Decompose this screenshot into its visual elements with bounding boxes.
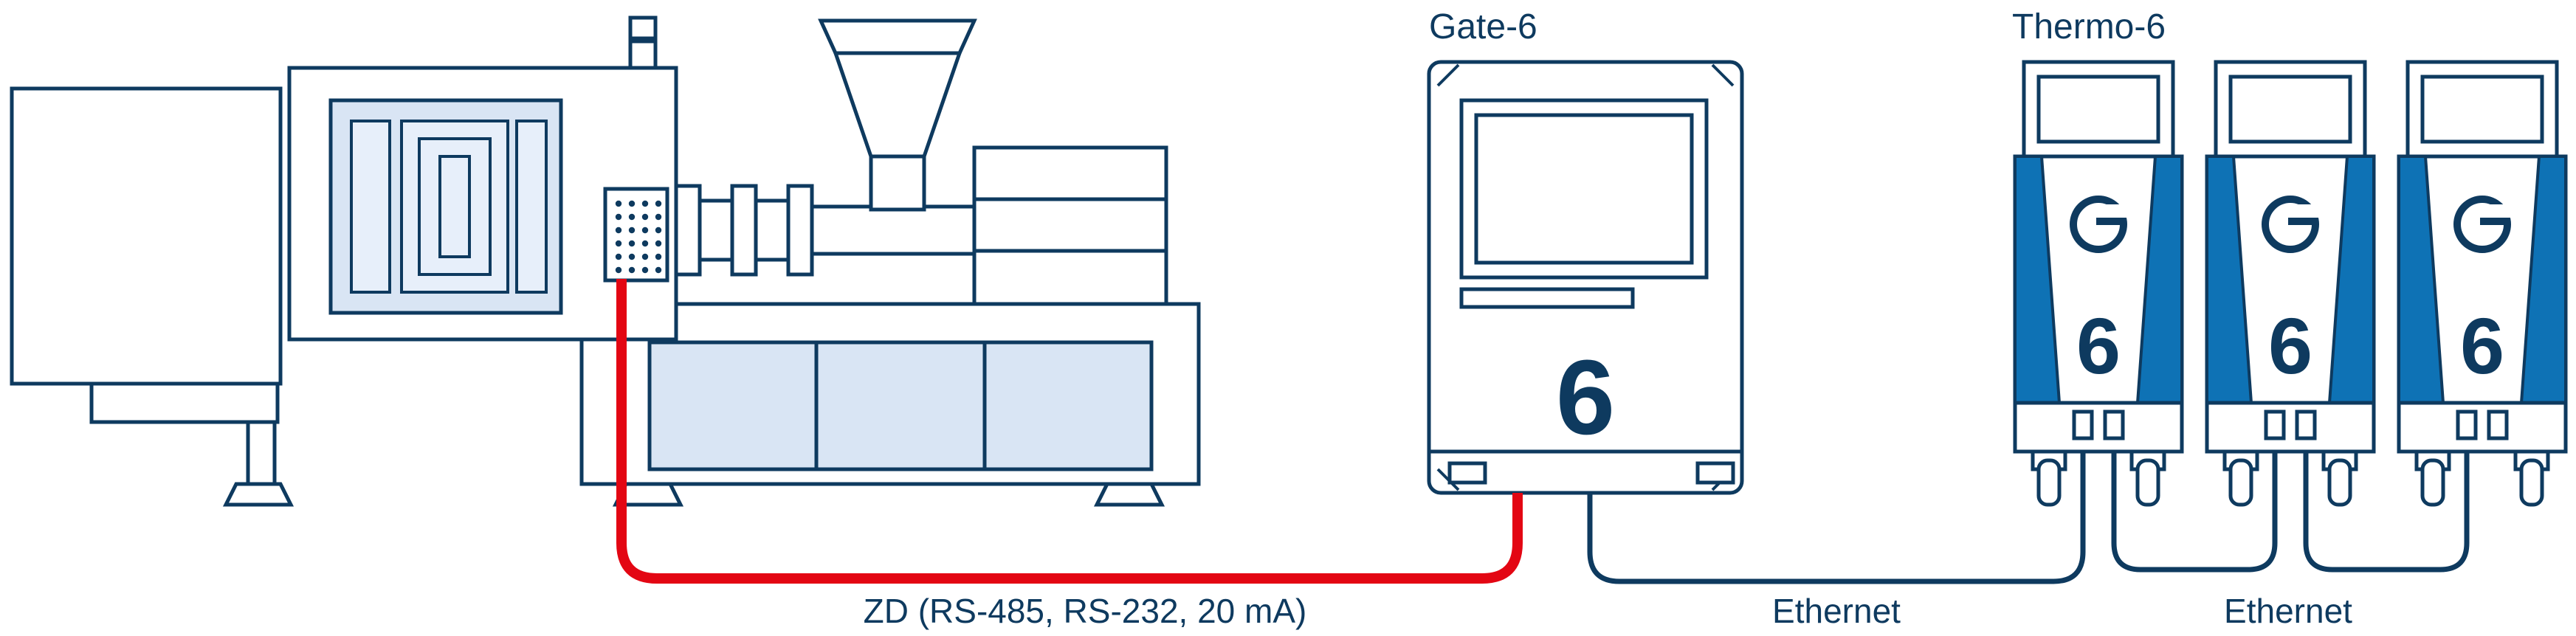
gate-6-label: Gate-6 bbox=[1429, 7, 1537, 46]
keypad-dots bbox=[615, 200, 662, 274]
signal-beacon-upper bbox=[628, 15, 658, 41]
thermo-base-band bbox=[2205, 401, 2376, 454]
barrel-segment-2 bbox=[698, 198, 734, 262]
thermo-connector-left bbox=[2264, 409, 2286, 440]
thermo-caster-wheel-right bbox=[2519, 458, 2544, 507]
ethernet-label-right: Ethernet bbox=[2224, 592, 2352, 630]
barrel-segment-3 bbox=[730, 184, 758, 277]
ethernet-cable-unit2-to-unit3 bbox=[2303, 452, 2470, 573]
thermo-base-band bbox=[2013, 401, 2184, 454]
zd-cable bbox=[616, 279, 1523, 584]
thermo-6-unit-1: 6 bbox=[2013, 60, 2184, 507]
thermo-caster-wheel-left bbox=[2036, 458, 2062, 507]
thermo-digit: 6 bbox=[2076, 301, 2121, 390]
thermo-screen bbox=[2420, 75, 2544, 144]
thermo-base-band bbox=[2397, 401, 2568, 454]
machine-foot-right bbox=[1093, 482, 1165, 507]
platen-left bbox=[350, 120, 391, 294]
barrel-segment-5 bbox=[786, 184, 814, 277]
g-logo-icon bbox=[2262, 196, 2321, 253]
thermo-digit: 6 bbox=[2268, 301, 2312, 390]
gate-6-corner-ticks bbox=[1436, 63, 1735, 491]
machine-cabinet bbox=[10, 86, 283, 386]
mold-block bbox=[400, 120, 509, 294]
platen-right bbox=[515, 120, 548, 294]
thermo-caster-wheel-right bbox=[2327, 458, 2352, 507]
ethernet-cable-unit1-to-unit2 bbox=[2111, 452, 2278, 573]
barrel-tube bbox=[807, 204, 979, 256]
thermo-digit: 6 bbox=[2460, 301, 2504, 390]
thermo-6-unit-3: 6 bbox=[2397, 60, 2568, 507]
machine-cabinet-leg bbox=[246, 420, 277, 486]
thermo-connector-left bbox=[2456, 409, 2478, 440]
mold-block-core bbox=[438, 155, 471, 258]
hopper-neck bbox=[869, 154, 926, 212]
machine-cabinet-step bbox=[89, 381, 280, 424]
hopper-funnel bbox=[833, 51, 962, 159]
ethernet-cable-gate-to-unit1 bbox=[1587, 452, 2086, 584]
barrel-segment-4 bbox=[754, 198, 791, 262]
thermo-6-label: Thermo-6 bbox=[2012, 7, 2166, 46]
thermo-connector-left bbox=[2072, 409, 2094, 440]
injection-molding-machine bbox=[10, 15, 1201, 507]
gate-6-foot-left bbox=[1447, 461, 1487, 485]
gate-6-vent-slot bbox=[1459, 287, 1635, 309]
mold-block-inner bbox=[418, 137, 492, 276]
thermo-connector-right bbox=[2103, 409, 2125, 440]
thermo-screen bbox=[2036, 75, 2160, 144]
thermo-connector-right bbox=[2295, 409, 2317, 440]
gate-6-digit: 6 bbox=[1556, 338, 1615, 457]
machine-cabinet-foot bbox=[222, 482, 295, 507]
gate-6-screen bbox=[1474, 113, 1694, 265]
machine-base-dividers bbox=[814, 342, 987, 469]
thermo-connector-right bbox=[2487, 409, 2509, 440]
drive-unit-lines bbox=[974, 197, 1166, 253]
g-logo-icon bbox=[2070, 196, 2129, 253]
gate-6-device: 6 bbox=[1427, 60, 1744, 495]
signal-beacon-lower bbox=[628, 39, 658, 70]
hopper-rim bbox=[818, 18, 977, 55]
barrel-segment-1 bbox=[674, 184, 702, 277]
gate-6-foot-right bbox=[1695, 461, 1735, 485]
drive-unit bbox=[972, 145, 1168, 306]
ethernet-label-left: Ethernet bbox=[1772, 592, 1901, 630]
thermo-caster-wheel-left bbox=[2228, 458, 2253, 507]
machine-base-panel bbox=[647, 340, 1154, 471]
thermo-6-unit-2: 6 bbox=[2205, 60, 2376, 507]
thermo-caster-wheel-right bbox=[2135, 458, 2160, 507]
zd-cable-label: ZD (RS-485, RS-232, 20 mA) bbox=[864, 592, 1307, 630]
g-logo-icon bbox=[2453, 196, 2513, 253]
thermo-screen bbox=[2228, 75, 2352, 144]
thermo-caster-wheel-left bbox=[2420, 458, 2445, 507]
